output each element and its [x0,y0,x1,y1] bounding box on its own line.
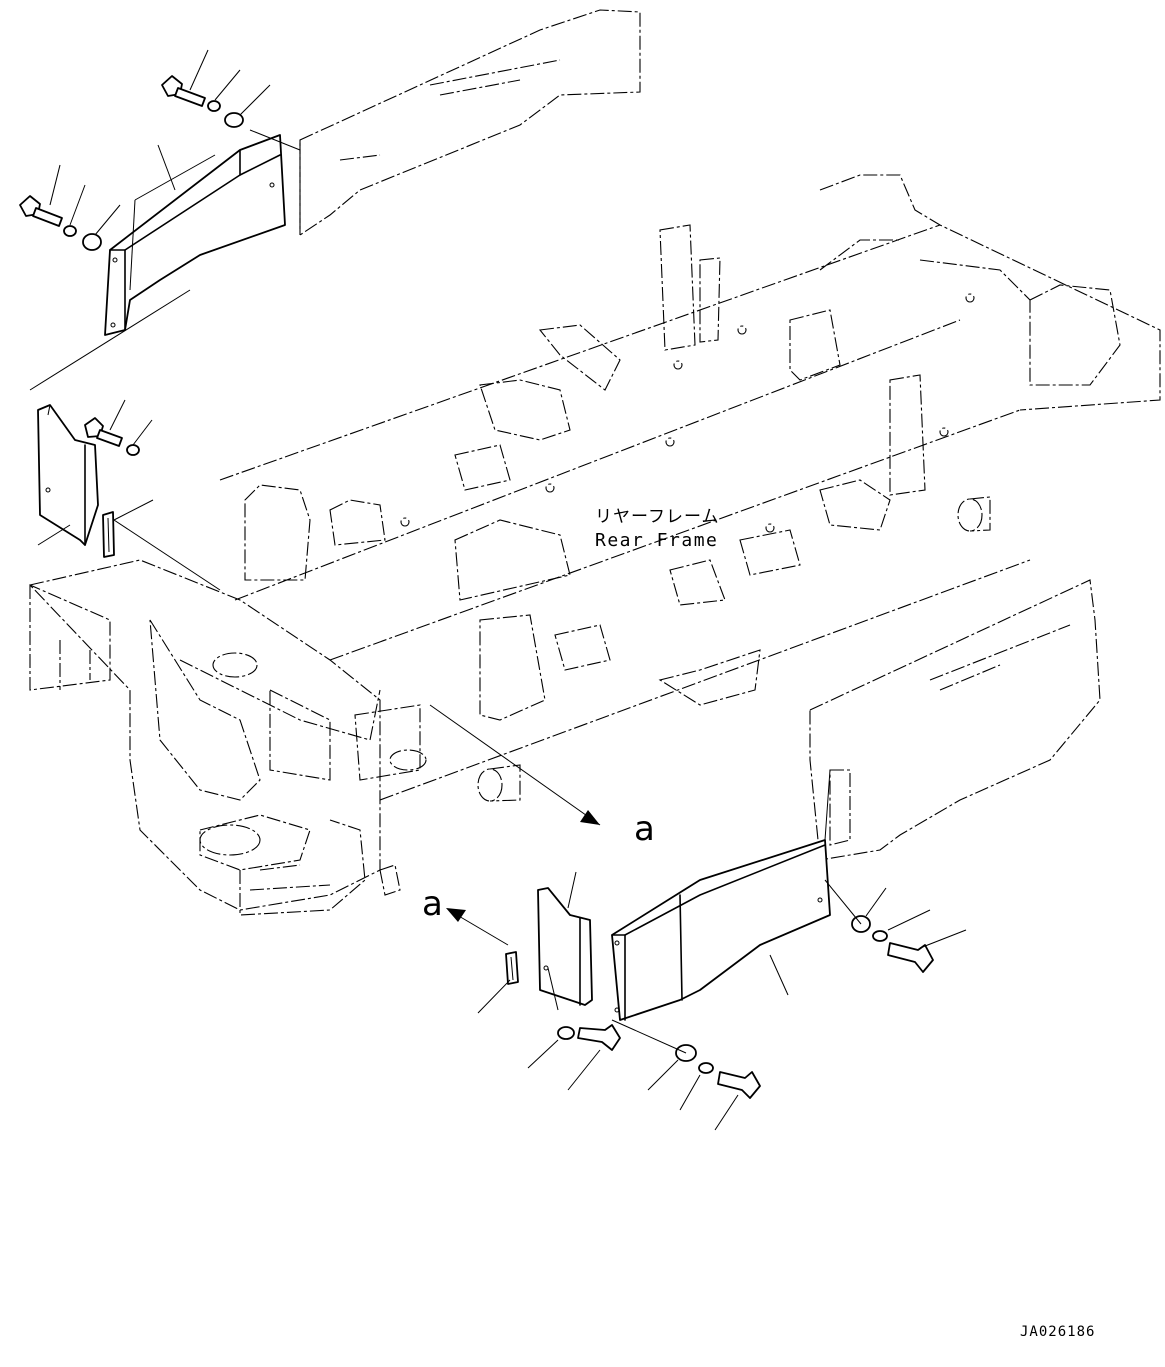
callout-a-lower: a [634,809,655,849]
upper-front-cover-panel [37,404,99,546]
lock-washer-upper-2 [63,225,77,237]
callout-arrow-left [446,908,509,946]
bolt-upper-2 [19,195,63,227]
leader-lines-upper [29,49,301,391]
bolt-lower-1 [577,1024,621,1051]
flat-washer-upper-1 [224,112,244,128]
leader-lines-upper-cover [37,399,221,591]
lower-rear-fender-panel [611,839,831,1021]
drawing-code: JA026186 [1020,1324,1095,1340]
rear-frame-outline [28,9,1161,916]
lower-rubber-seal [505,951,519,985]
lock-washer-upper-1 [207,100,221,112]
lower-front-cover-panel [537,887,593,1006]
lower-right-fender-mount-outline [809,579,1101,861]
lock-washer-lower-1 [557,1026,575,1040]
lock-washer-upper-3 [126,444,140,456]
rear-frame-label-jp: リヤーフレーム [595,507,719,527]
bolt-upper-1 [161,75,206,107]
rear-frame-label-en: Rear Frame [595,530,718,551]
leader-lines-lower [477,769,967,1131]
upper-rubber-seal [102,511,115,558]
callout-a-left: a [422,884,443,924]
lock-washer-lower-2 [698,1062,714,1074]
bolt-lower-2 [717,1071,761,1099]
bolt-upper-3 [84,417,123,447]
callout-arrow-lower [429,704,601,826]
bolt-lower-3 [887,942,934,973]
upper-rear-fender-panel [104,134,286,336]
lock-washer-lower-3 [872,930,888,942]
flat-washer-upper-2 [82,233,102,251]
